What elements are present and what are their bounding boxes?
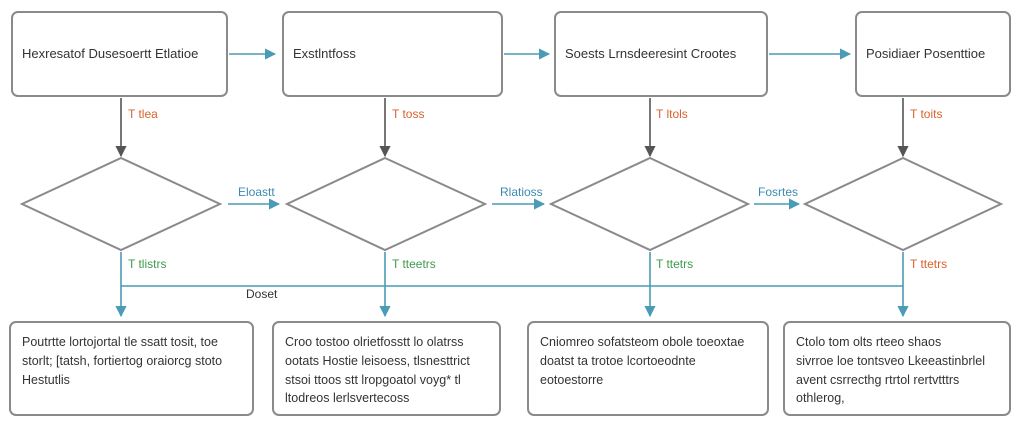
cross-label-3: Fosrtes [758,185,798,199]
down-label-1: T tlea [128,107,158,121]
process-box-1: Hexresatof Dusesoertt Etlatioe [11,11,228,97]
down-label-2: T toss [392,107,424,121]
decision-diamond-2 [284,156,488,252]
process-box-label: Exstlntfoss [293,46,356,61]
process-box-label: Hexresatof Dusesoertt Etlatioe [22,46,198,61]
note-line: stsoi ttoos stt lropgoatol voyg* tl [285,373,461,387]
process-box-4: Posidiaer Posenttioe [855,11,1011,97]
note-line: Croo tostoo olrietfosstt lo olatrss [285,335,464,349]
note-line: sivrroe loe tontsveo Lkeeastinbrlel [796,354,985,368]
note-line: avent csrrecthg rtrtol rertvtttrs [796,373,959,387]
exit-label-4: T ttetrs [910,257,947,271]
decision-diamond-3 [548,156,751,252]
note-line: Cniomreo sofatsteom obole toeoxtae [540,335,744,349]
note-line: Ctolo tom olts rteeo shaos [796,335,941,349]
note-line: eotoestorre [540,373,603,387]
exit-label-1: T tlistrs [128,257,166,271]
down-label-4: T toits [910,107,942,121]
down-label-3: T ltols [656,107,688,121]
note-box-4: Ctolo tom olts rteeo shaos sivrroe loe t… [783,321,1011,416]
process-box-label: Posidiaer Posenttioe [866,46,985,61]
note-line: ootats Hostie leisoess, tlsnesttrict [285,354,470,368]
note-line: ltodreos lerlsvertecoss [285,391,409,405]
bus-label: Doset [246,287,278,301]
note-line: storlt; [tatsh, fortiertog oraiorcg stot… [22,354,222,368]
note-box-3: Cniomreo sofatsteom obole toeoxtae doats… [527,321,769,416]
decision-diamond-1 [19,156,223,252]
note-line: doatst ta trotoe lcortoeodnte [540,354,696,368]
note-line: Hestutlis [22,373,70,387]
exit-label-2: T tteetrs [392,257,436,271]
note-line: Poutrtte lortojortal tle ssatt tosit, to… [22,335,218,349]
cross-label-2: Rlatioss [500,185,543,199]
process-box-3: Soests Lrnsdeeresint Crootes [554,11,768,97]
decision-diamond-4 [802,156,1004,252]
process-box-2: Exstlntfoss [282,11,503,97]
note-line: othlerog, [796,391,845,405]
cross-label-1: Eloastt [238,185,275,199]
note-box-1: Poutrtte lortojortal tle ssatt tosit, to… [9,321,254,416]
process-box-label: Soests Lrnsdeeresint Crootes [565,46,737,61]
note-box-2: Croo tostoo olrietfosstt lo olatrss oota… [272,321,501,416]
exit-label-3: T ttetrs [656,257,693,271]
